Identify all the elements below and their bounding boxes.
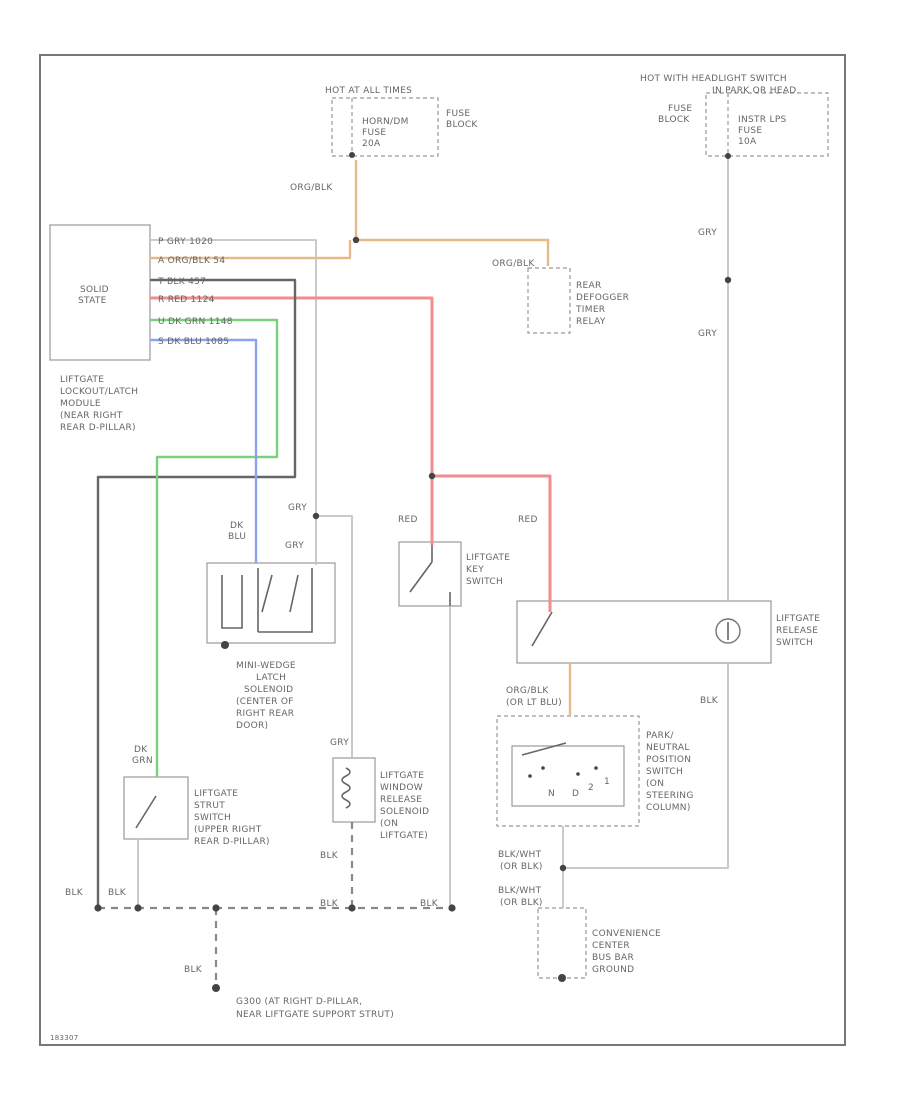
interior-fuse-block bbox=[705, 92, 829, 157]
wire-blk-release bbox=[563, 663, 729, 869]
label-blk-wht-2: BLK/WHT(OR BLK) bbox=[498, 886, 543, 908]
svg-text:T BLK 457: T BLK 457 bbox=[157, 277, 206, 287]
diagram-frame bbox=[39, 54, 846, 1046]
label-gry-window: GRY bbox=[330, 738, 349, 748]
splice-dots bbox=[94, 152, 732, 992]
label-gry-right-2: GRY bbox=[698, 329, 717, 339]
label-gry-mid: GRY bbox=[288, 503, 307, 513]
label-blk-4: BLK bbox=[420, 899, 439, 909]
window-release-solenoid bbox=[332, 757, 376, 823]
label-blk-1: BLK bbox=[65, 888, 84, 898]
wire-red-release bbox=[432, 474, 552, 612]
label-blk-wht-1: BLK/WHT(OR BLK) bbox=[498, 850, 543, 872]
svg-text:2: 2 bbox=[588, 783, 594, 793]
label-gry-right-1: GRY bbox=[698, 228, 717, 238]
label-blk-solenoid: BLK bbox=[320, 851, 339, 861]
liftgate-release-switch bbox=[516, 600, 772, 664]
liftgate-key-switch bbox=[398, 541, 462, 607]
wire-gry-module bbox=[150, 239, 317, 565]
wire-org-blk-module bbox=[150, 240, 352, 260]
wire-blk-module bbox=[96, 278, 297, 908]
label-red-left: RED bbox=[398, 515, 418, 525]
svg-text:A ORG/BLK 54: A ORG/BLK 54 bbox=[158, 256, 225, 266]
svg-text:D: D bbox=[572, 789, 579, 799]
label-blk-release: BLK bbox=[700, 696, 719, 706]
module-pin-labels: P GRY 1020 A ORG/BLK 54 T BLK 457 R RED … bbox=[157, 237, 233, 347]
wire-gry-latch bbox=[316, 515, 353, 758]
lockout-module-box bbox=[49, 224, 151, 361]
wire-blu-module bbox=[150, 338, 258, 563]
svg-text:1: 1 bbox=[604, 777, 610, 787]
label-blk-ground: BLK bbox=[184, 965, 203, 975]
wire-red-module bbox=[150, 296, 434, 545]
strut-switch bbox=[123, 776, 189, 840]
label-blk-3: BLK bbox=[320, 899, 339, 909]
label-ground-note: G300 (AT RIGHT D-PILLAR,NEAR LIFTGATE SU… bbox=[236, 997, 394, 1020]
wire-org-blk-relay bbox=[356, 238, 550, 266]
label-org-blk-pnp: ORG/BLK(OR LT BLU) bbox=[506, 686, 562, 708]
svg-text:R RED 1124: R RED 1124 bbox=[158, 295, 215, 305]
label-diagram-id: 183307 bbox=[50, 1034, 79, 1042]
svg-text:U DK GRN 1148: U DK GRN 1148 bbox=[158, 317, 233, 327]
label-gry-latch: GRY bbox=[285, 541, 304, 551]
rear-defogger-relay-box bbox=[527, 267, 571, 334]
svg-text:S DK BLU 1085: S DK BLU 1085 bbox=[158, 337, 229, 347]
svg-text:N: N bbox=[548, 789, 555, 799]
label-hot-at-all-times: HOT AT ALL TIMES bbox=[325, 86, 412, 96]
pnp-position-letters: N D 2 1 bbox=[548, 777, 610, 799]
label-blk-2: BLK bbox=[108, 888, 127, 898]
svg-text:P GRY 1020: P GRY 1020 bbox=[158, 237, 213, 247]
horn-fuse-block bbox=[331, 97, 439, 157]
latch-solenoid bbox=[206, 562, 336, 644]
label-red-right: RED bbox=[518, 515, 538, 525]
convenience-center-box bbox=[537, 907, 587, 979]
label-org-blk-relay: ORG/BLK bbox=[492, 259, 535, 269]
wire-grn-module bbox=[150, 318, 279, 777]
park-neutral-switch bbox=[496, 715, 640, 827]
label-org-blk-top: ORG/BLK bbox=[290, 183, 333, 193]
